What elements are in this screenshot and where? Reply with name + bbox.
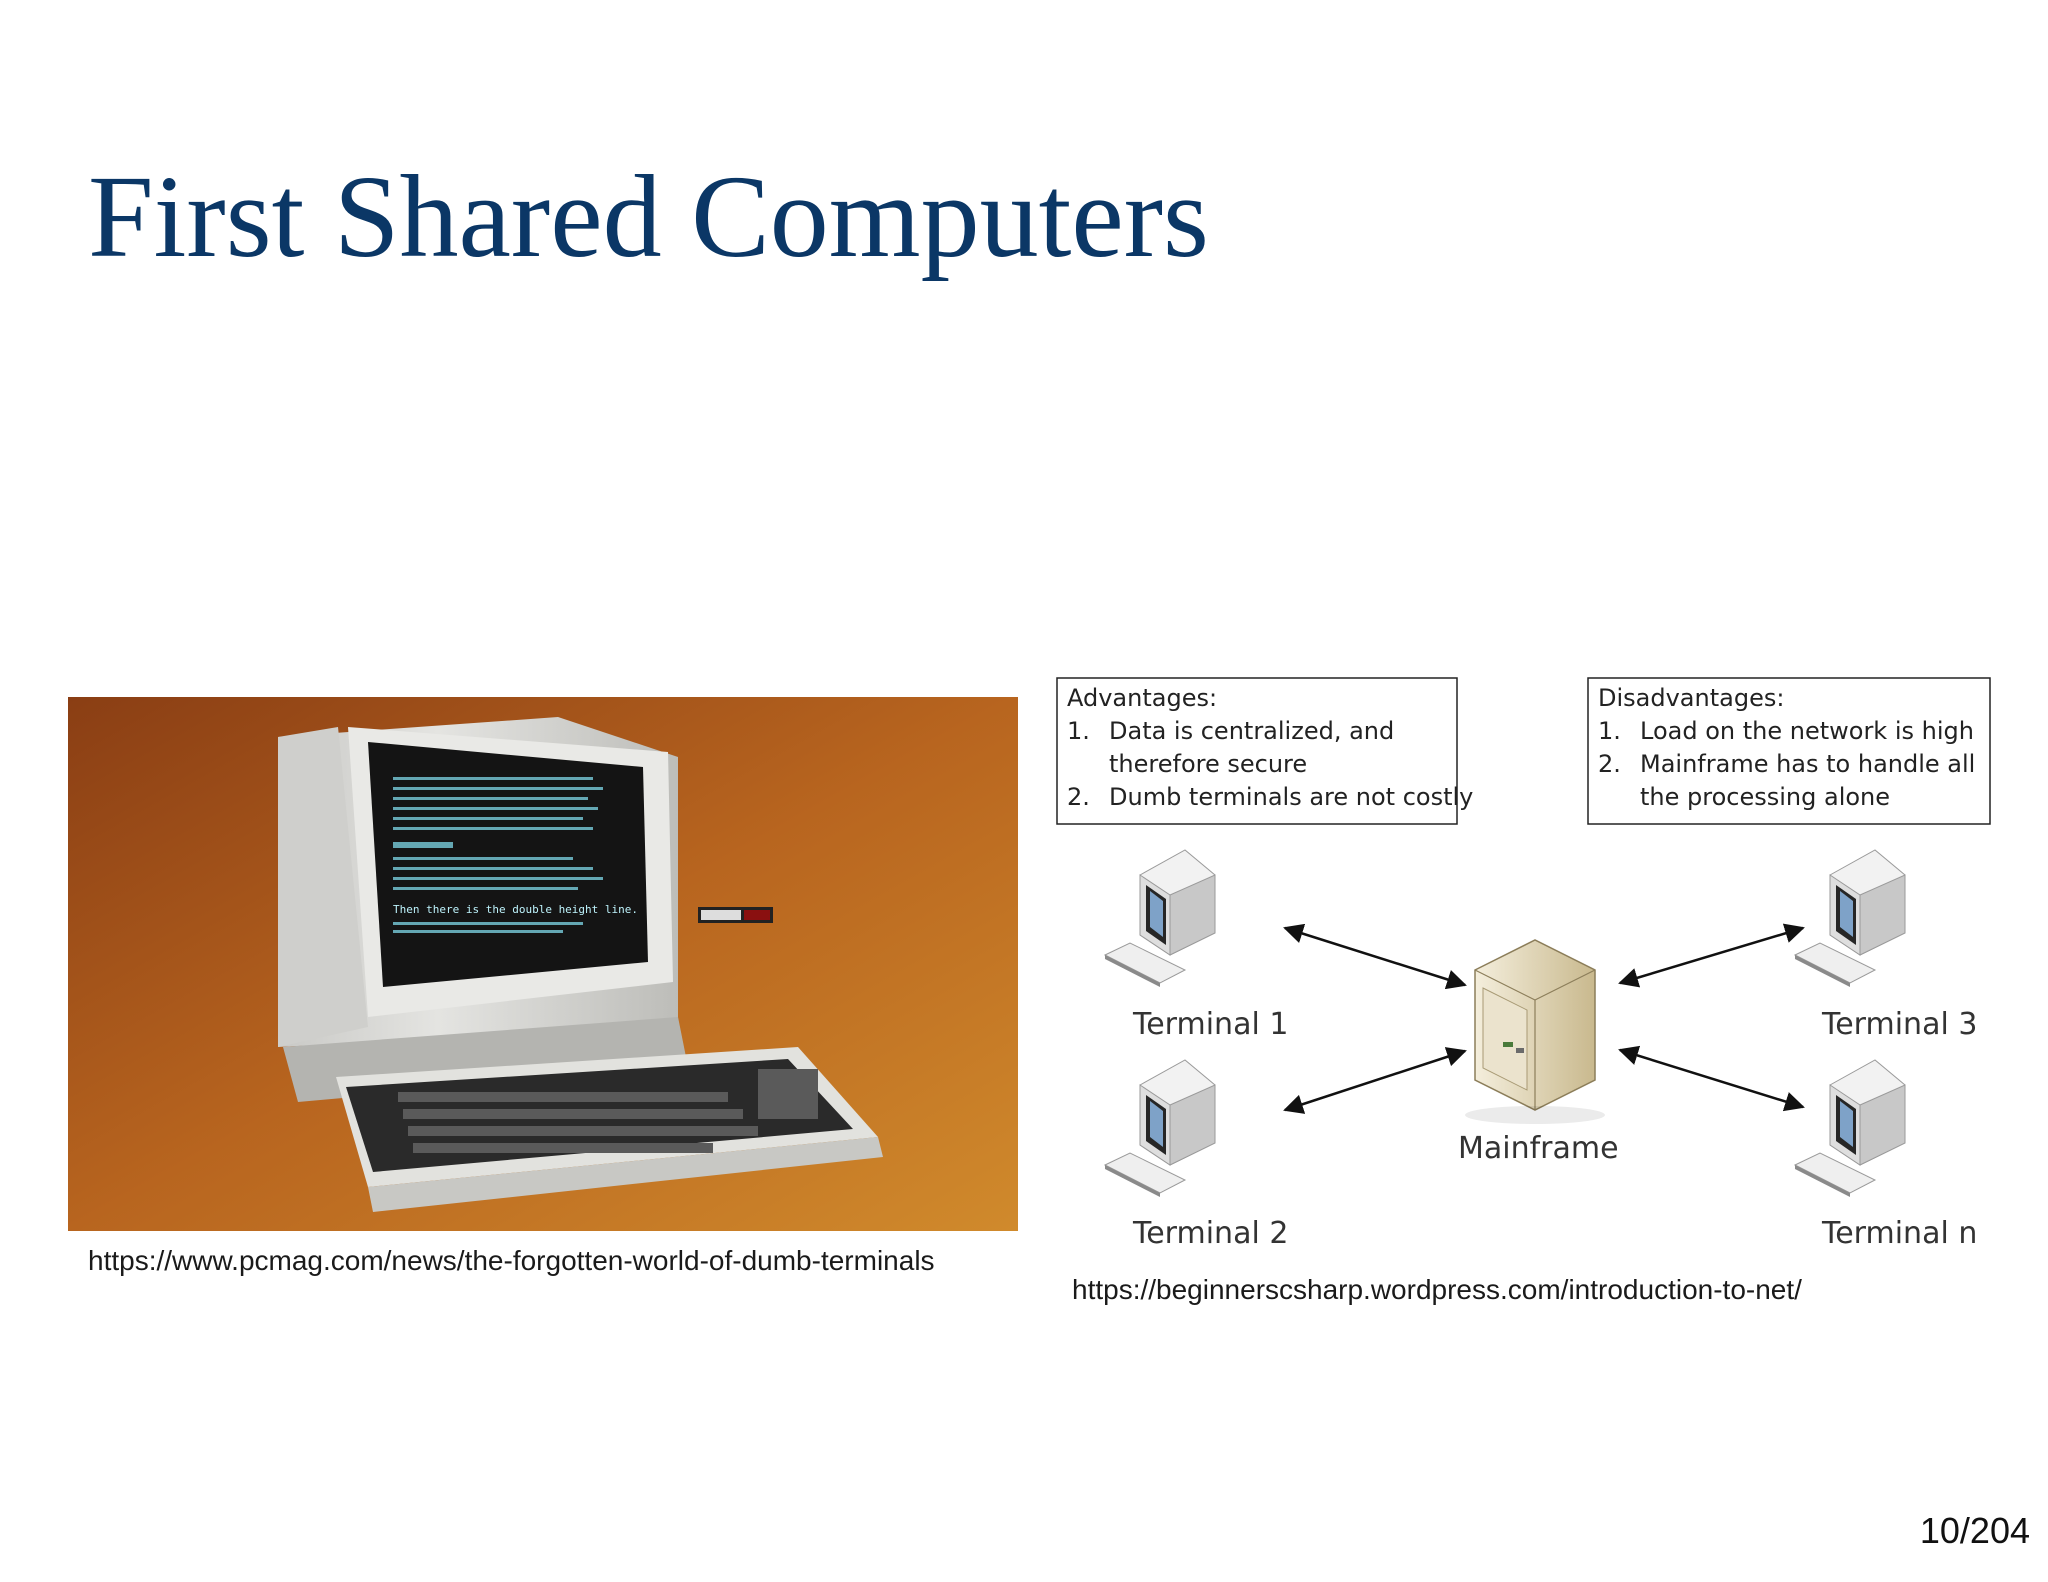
- disadvantages-item-1-line-1: Load on the network is high: [1640, 717, 1974, 745]
- screen-text: Then there is the double height line.: [393, 903, 638, 916]
- arrow-terminal-2-mainframe: [1283, 1047, 1467, 1114]
- arrow-terminal-n-mainframe: [1618, 1045, 1805, 1112]
- slide-title: First Shared Computers: [88, 151, 1209, 282]
- mainframe-label: Mainframe: [1458, 1131, 1619, 1166]
- terminal-1-computer-icon: [1104, 849, 1216, 988]
- mainframe-server-icon: [1465, 939, 1605, 1124]
- advantages-item-2-number: 2.: [1067, 783, 1090, 811]
- advantages-item-1-line-1: Data is centralized, and: [1109, 717, 1394, 745]
- terminal-2-label: Terminal 2: [1132, 1216, 1288, 1251]
- diagram-caption[interactable]: https://beginnerscsharp.wordpress.com/in…: [1072, 1274, 1802, 1305]
- advantages-item-2-line-1: Dumb terminals are not costly: [1109, 783, 1473, 811]
- disadvantages-item-2-line-1: Mainframe has to handle all: [1640, 750, 1975, 778]
- disadvantages-item-1-number: 1.: [1598, 717, 1621, 745]
- advantages-box: [1056, 677, 1458, 825]
- terminal-n-label: Terminal n: [1821, 1216, 1977, 1251]
- disadvantages-item-2-number: 2.: [1598, 750, 1621, 778]
- mainframe-network-diagram: Advantages: 1. Data is centralized, and …: [1055, 670, 2000, 1260]
- terminal-photo: Then there is the double height line.: [68, 697, 1018, 1231]
- page-number: 10/204: [1919, 1510, 2030, 1551]
- advantages-item-1-line-2: therefore secure: [1109, 750, 1307, 778]
- terminal-n-computer-icon: [1794, 1059, 1906, 1198]
- disadvantages-box: [1587, 677, 1991, 825]
- arrow-terminal-3-mainframe: [1618, 923, 1805, 988]
- disadvantages-heading: Disadvantages:: [1598, 684, 1784, 712]
- terminal-3-label: Terminal 3: [1821, 1007, 1977, 1042]
- arrow-terminal-1-mainframe: [1283, 923, 1467, 990]
- terminal-1-label: Terminal 1: [1132, 1007, 1288, 1042]
- advantages-item-1-number: 1.: [1067, 717, 1090, 745]
- disadvantages-item-2-line-2: the processing alone: [1640, 783, 1890, 811]
- terminal-3-computer-icon: [1794, 849, 1906, 988]
- terminal-2-computer-icon: [1104, 1059, 1216, 1198]
- advantages-heading: Advantages:: [1067, 684, 1217, 712]
- photo-caption[interactable]: https://www.pcmag.com/news/the-forgotten…: [88, 1245, 935, 1276]
